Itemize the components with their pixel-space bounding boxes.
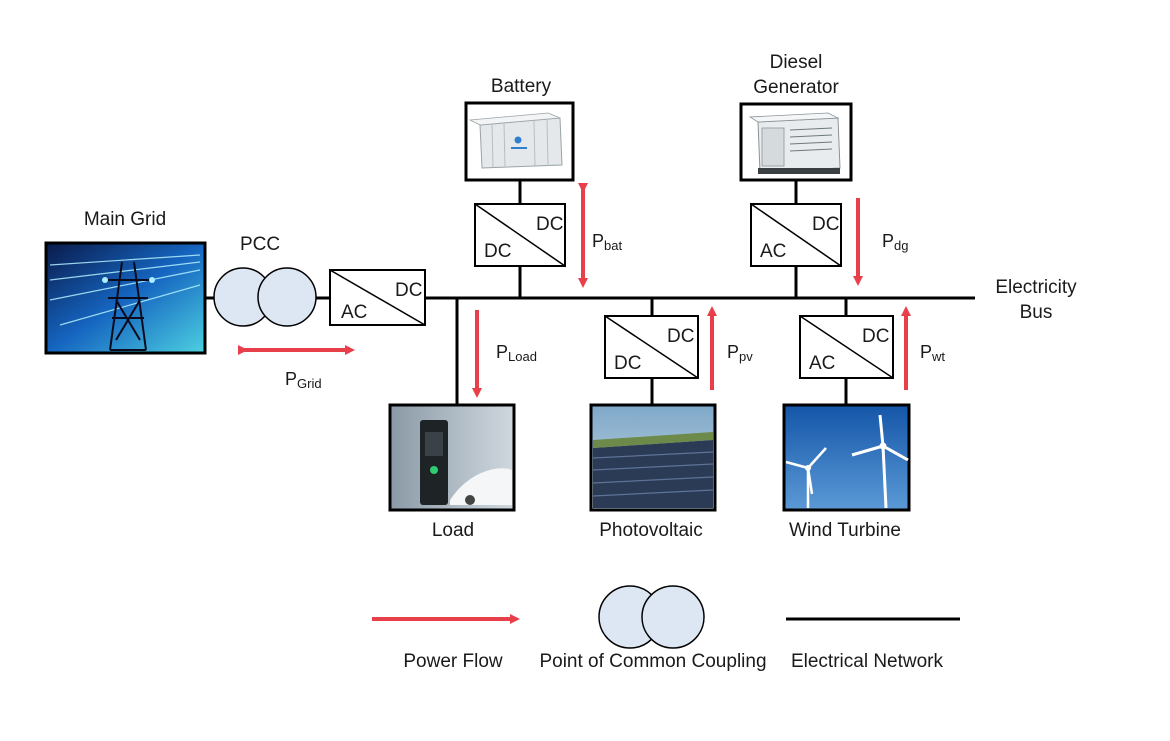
battery-container-icon (468, 112, 563, 169)
diesel-label-line2: Generator (753, 77, 839, 98)
battery-image (464, 101, 575, 182)
wind-turbine-image (782, 403, 911, 512)
pv-power-label: Ppv (727, 342, 753, 364)
wind-turbine-icon (785, 414, 909, 509)
ev-charger-icon (420, 420, 512, 505)
grid-power-label: PGrid (285, 369, 322, 391)
wind-converter: AC DC (799, 315, 894, 379)
svg-text:DC: DC (484, 241, 511, 262)
network-lines (205, 180, 975, 405)
svg-text:AC: AC (341, 302, 367, 323)
diesel-label-line1: Diesel (770, 52, 823, 73)
load-power-label: PLoad (496, 342, 537, 364)
svg-text:AC: AC (809, 353, 835, 374)
diesel-generator-icon (748, 112, 841, 174)
solar-panel-rows-icon (592, 451, 714, 497)
wind-power-label: Pwt (920, 342, 945, 364)
photovoltaic-image (589, 403, 717, 512)
transmission-tower-icon (105, 261, 152, 351)
battery-power-label: Pbat (592, 231, 622, 253)
svg-text:DC: DC (862, 326, 889, 347)
load-label: Load (432, 520, 474, 541)
electricity-bus-label-line1: Electricity (995, 277, 1077, 298)
legend: Power Flow Point of Common Coupling Elec… (372, 585, 960, 672)
main-grid-label: Main Grid (84, 209, 166, 230)
svg-text:DC: DC (536, 214, 563, 235)
svg-text:AC: AC (760, 241, 786, 262)
photovoltaic-label: Photovoltaic (599, 520, 703, 541)
svg-text:DC: DC (667, 326, 694, 347)
svg-text:DC: DC (614, 353, 641, 374)
battery-label: Battery (491, 76, 552, 97)
wind-turbine-label: Wind Turbine (789, 520, 901, 541)
pcc-label: PCC (240, 234, 280, 255)
diesel-generator-image (739, 102, 853, 182)
diesel-power-label: Pdg (882, 231, 908, 253)
pv-converter: DC DC (604, 315, 699, 379)
legend-pcc-circle-right (641, 585, 705, 649)
legend-power-flow-label: Power Flow (403, 651, 503, 672)
load-image (388, 403, 516, 512)
svg-text:DC: DC (812, 214, 839, 235)
pcc-symbol (213, 267, 317, 327)
battery-converter: DC DC (474, 203, 566, 267)
grid-converter: AC DC (329, 269, 426, 326)
svg-text:DC: DC (395, 280, 422, 301)
main-grid-image (44, 241, 207, 355)
legend-network-label: Electrical Network (791, 651, 944, 672)
electricity-bus-label-line2: Bus (1020, 302, 1053, 323)
diesel-converter: AC DC (750, 203, 842, 267)
legend-pcc-label: Point of Common Coupling (539, 651, 766, 672)
